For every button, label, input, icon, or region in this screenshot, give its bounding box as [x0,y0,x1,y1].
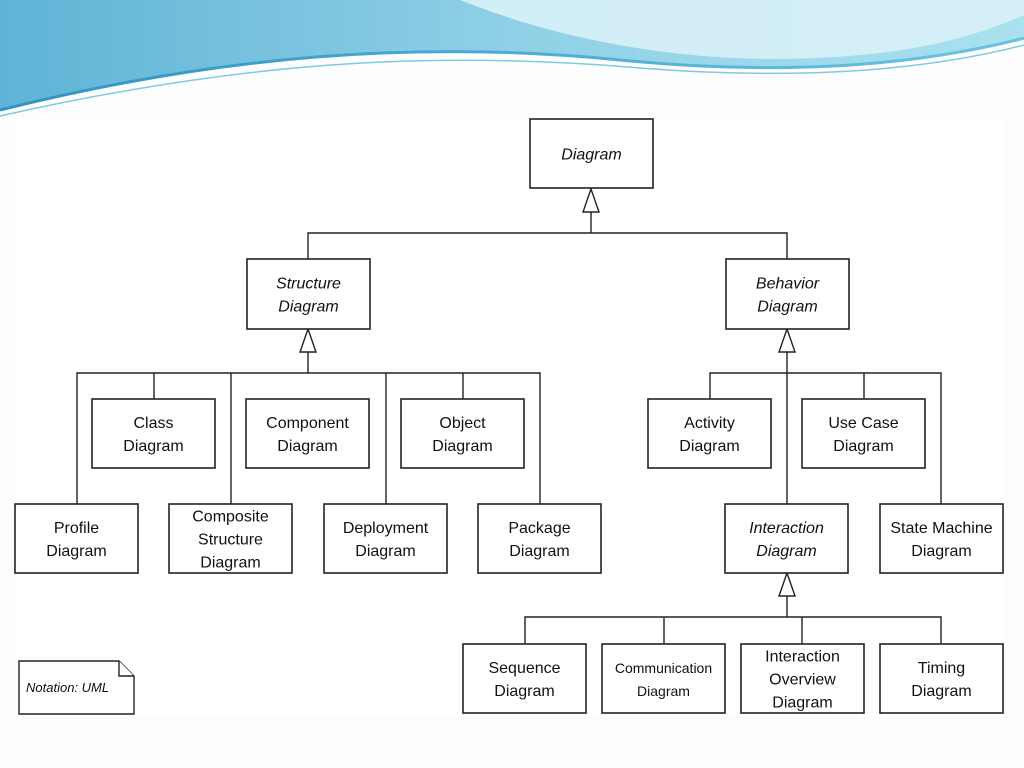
node-label-line: Diagram [123,438,183,455]
node-label-line: Overview [769,672,836,689]
node-box [14,503,139,574]
node-box [400,398,525,469]
node-label-line: Communication [615,660,712,676]
node-label-line: Diagram [355,543,415,560]
generalization-arrow [778,570,796,597]
node-label-line: Package [508,520,570,537]
node-box [879,503,1004,574]
node-label-line: Structure [276,276,341,293]
node-label-line: Behavior [756,276,820,293]
node-label-line: Interaction [765,649,840,666]
generalization-edges [76,186,942,644]
node-label-line: Diagram [911,543,971,560]
edge-line [307,232,788,259]
node-label-line: Diagram [509,543,569,560]
node-label-line: Diagram [432,438,492,455]
edge-line [76,372,541,504]
decorative-wave-banner [0,0,1024,117]
edge-line [524,616,942,644]
node-box [601,643,726,714]
node-label-line: Object [439,415,486,432]
node-label-line: Structure [198,532,263,549]
node-box [647,398,772,469]
node-box [245,398,370,469]
node-label-line: Use Case [828,415,898,432]
node-label-line: Diagram [772,695,832,712]
node-box [740,643,865,714]
node-box [801,398,926,469]
node-label-line: Diagram [200,555,260,572]
node-box [879,643,1004,714]
node-label-line: Diagram [277,438,337,455]
edge-line [709,372,942,504]
node-label-line: Deployment [343,520,429,537]
diagram-nodes: DiagramStructureDiagramBehaviorDiagramCl… [14,118,1004,714]
node-box [246,258,371,330]
node-label-line: Component [266,415,349,432]
node-label-line: Diagram [757,299,817,316]
node-label-line: Diagram [46,543,106,560]
node-box [477,503,602,574]
node-box [462,643,587,714]
node-label-line: Activity [684,415,735,432]
node-label-line: Diagram [561,147,621,164]
node-box [725,258,850,330]
node-label-line: Diagram [756,543,816,560]
node-label-line: Sequence [488,660,560,677]
node-label-line: Profile [54,520,99,537]
node-label-line: Composite [192,509,269,526]
node-box [168,503,293,574]
node-diagram: Diagram [529,118,654,189]
node-label-line: Diagram [911,683,971,700]
node-label-line: Diagram [679,438,739,455]
generalization-arrow [582,186,600,213]
notation-label: Notation: UML [26,680,109,695]
node-label-line: Class [133,415,173,432]
node-label-line: Diagram [278,299,338,316]
node-label-line: Diagram [637,683,690,699]
node-label-line: Diagram [494,683,554,700]
node-box [724,503,849,574]
node-box [529,118,654,189]
node-label-line: Timing [918,660,965,677]
generalization-arrow [299,326,317,353]
node-label-line: Diagram [833,438,893,455]
node-box [323,503,448,574]
node-box [91,398,216,469]
generalization-arrow [778,326,796,353]
node-label-line: Interaction [749,520,824,537]
notation-note: Notation: UML [18,660,135,715]
node-label-line: State Machine [890,520,992,537]
